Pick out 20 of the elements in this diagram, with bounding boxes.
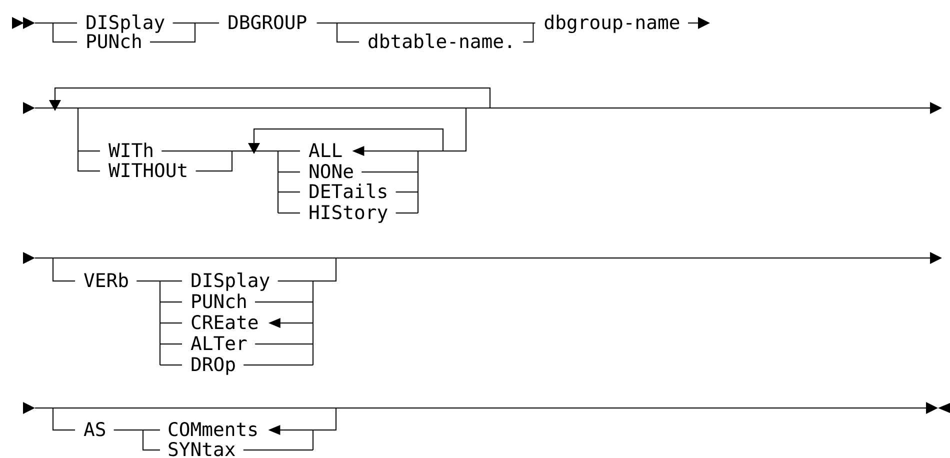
keyword: DISplay — [192, 272, 270, 291]
keyword: WITHOUt — [108, 162, 186, 178]
keyword: DROp — [192, 356, 235, 375]
keyword: AS — [84, 422, 105, 436]
keyword: SYNtax — [168, 442, 236, 456]
keyword: PUNch — [192, 294, 246, 308]
keyword: ALTer — [190, 336, 247, 350]
keyword: HIStory — [310, 204, 388, 223]
keyword: VERb — [84, 272, 128, 288]
keyword: DISplay — [86, 14, 164, 33]
keyword: COMments — [168, 422, 257, 436]
keyword: ALL — [308, 143, 342, 157]
keyword: DETails — [310, 184, 386, 198]
keyword: DBGROUP — [228, 14, 306, 30]
keyword: WITh — [108, 142, 152, 157]
variable-name: dbtable-name. — [368, 34, 511, 48]
keyword: NONe — [310, 164, 353, 178]
variable-name: dbgroup-name — [544, 14, 680, 34]
keyword: CREate — [192, 314, 258, 330]
keyword: PUNch — [87, 34, 141, 48]
